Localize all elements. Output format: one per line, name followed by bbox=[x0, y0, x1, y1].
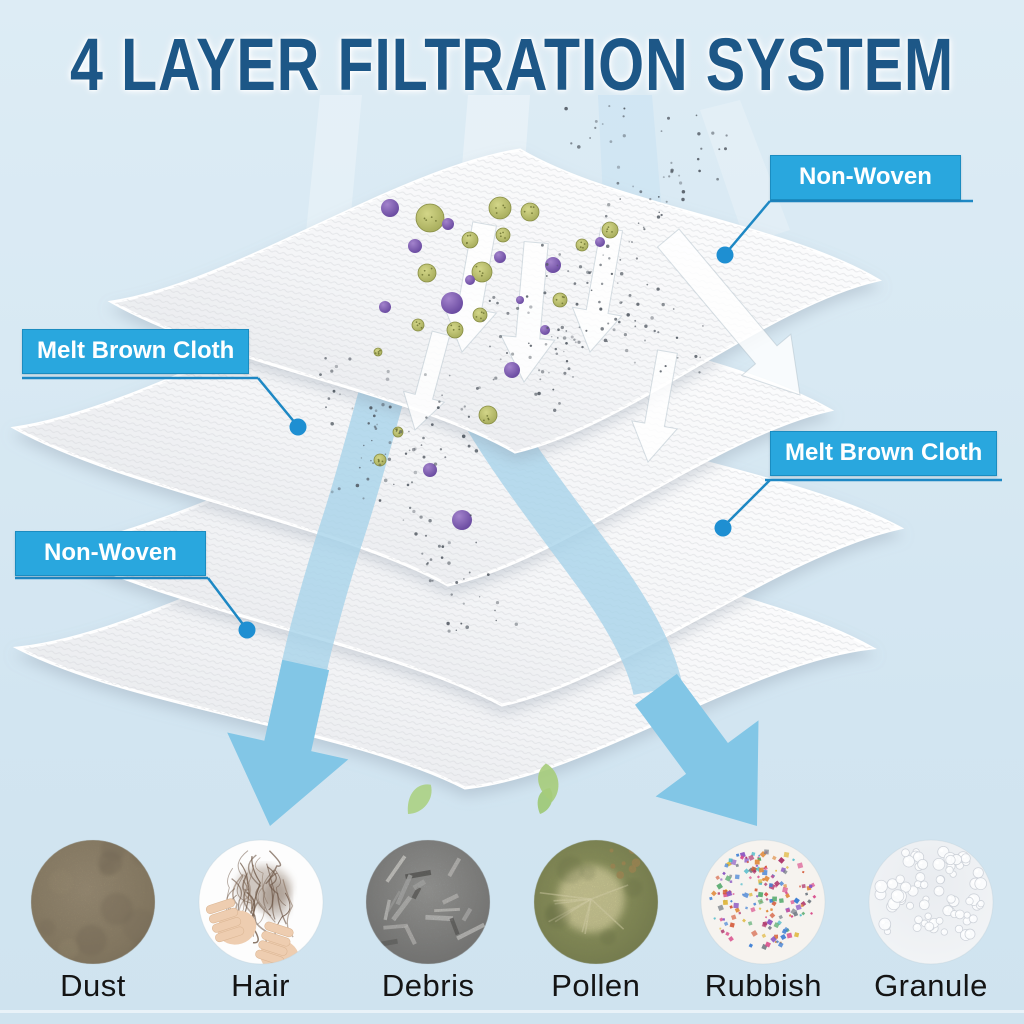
debris-photo bbox=[365, 839, 491, 965]
item-caption-rubbish: Rubbish bbox=[704, 968, 822, 1003]
item-caption-dust: Dust bbox=[60, 968, 126, 1003]
hair-photo bbox=[198, 839, 324, 965]
filtered-items-row: Dust Hair Debris Pollen Rubbish Granule bbox=[0, 838, 1024, 1004]
fabric-layer-1 bbox=[107, 148, 883, 454]
pollen-photo bbox=[533, 839, 659, 965]
callout-leader-lines bbox=[15, 199, 1002, 639]
layer-label-melt-brown-cloth-left: Melt Brown Cloth bbox=[22, 329, 250, 374]
item-caption-pollen: Pollen bbox=[551, 968, 641, 1003]
layer-label-non-woven-bottom: Non-Woven bbox=[15, 531, 206, 576]
airflow-arrows bbox=[227, 659, 759, 826]
item-caption-debris: Debris bbox=[381, 968, 475, 1003]
filter-item-dust: Dust bbox=[10, 838, 176, 1004]
bottom-divider bbox=[0, 1010, 1024, 1013]
particle-cluster bbox=[319, 105, 728, 633]
clean-air-leaves bbox=[407, 763, 559, 814]
filter-item-granule: Granule bbox=[848, 838, 1014, 1004]
item-caption-hair: Hair bbox=[231, 968, 291, 1003]
filter-item-rubbish: Rubbish bbox=[680, 838, 846, 1004]
filter-item-pollen: Pollen bbox=[513, 838, 679, 1004]
layer-label-melt-brown-cloth-right: Melt Brown Cloth bbox=[770, 431, 998, 476]
dust-photo bbox=[30, 839, 156, 965]
filter-item-debris: Debris bbox=[345, 838, 511, 1004]
rubbish-photo bbox=[700, 839, 826, 965]
item-caption-granule: Granule bbox=[874, 968, 988, 1003]
filter-item-hair: Hair bbox=[178, 838, 344, 1004]
layer-label-non-woven-top: Non-Woven bbox=[770, 155, 961, 200]
page-title: 4 LAYER FILTRATION SYSTEM bbox=[70, 23, 954, 106]
granule-photo bbox=[868, 839, 994, 965]
